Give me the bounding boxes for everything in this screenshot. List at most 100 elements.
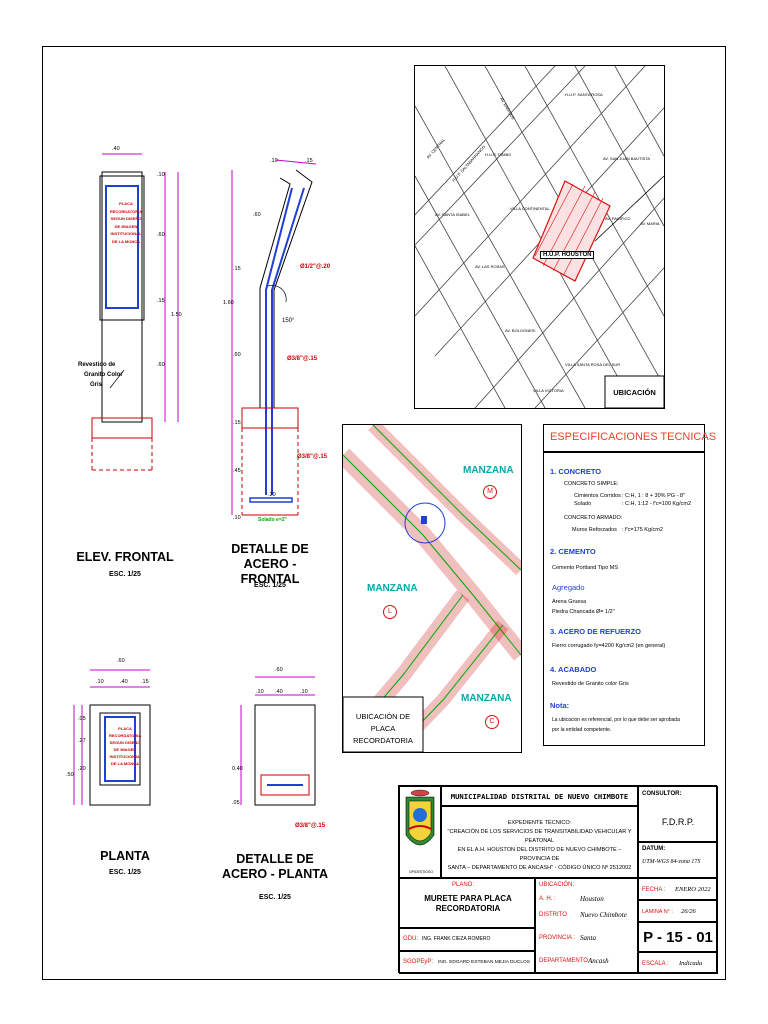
steel-plan-dim-a: .10	[256, 689, 264, 695]
dim-i: .10	[233, 515, 241, 521]
datum-label: DATUM:	[642, 846, 666, 852]
muni-cell: MUNICIPALIDAD DISTRITAL DE NUEVO CHIMBOT…	[441, 786, 638, 806]
spec-cemento: Cemento Portland Tipo MS	[552, 565, 619, 571]
manzana-m-label: MANZANA	[463, 465, 514, 476]
map-street-15: VILLA VICTORIA	[533, 388, 564, 393]
lamina-label: LAMINA N° :	[642, 909, 673, 915]
spec-cim-value: : C:H, 1 : 8 + 30% PG - 8"	[622, 493, 685, 499]
ubicacion-cell: UBICACIÓN: A. H. : Houston DISTRITO Nuev…	[535, 878, 638, 974]
dim-total: 1.50	[171, 312, 182, 318]
ah-value: Houston	[580, 895, 604, 903]
location-map: H.U.P. HOUSTON UBICACIÓN AV. CENTRAL H.U…	[414, 65, 665, 409]
spec-h3: 3. ACERO DE REFUERZO	[550, 627, 641, 636]
map-street-16: AV. MARIA	[640, 221, 660, 226]
fecha-cell: FECHA : ENERO 2022	[638, 878, 718, 900]
steel-plan-drawing	[240, 676, 316, 806]
map-street-11: VILLA CONTINENTAL	[510, 206, 550, 211]
plan-dim-c: .15	[141, 679, 149, 685]
sgo-value: ING. EDGARD ESTEBAN MEJIA DUCLOS	[438, 960, 530, 965]
datum-cell: DATUM: UTM-WGS 84-zona 17S	[638, 842, 718, 878]
solado-label: Solado e=2"	[258, 517, 287, 523]
sgo-label: SGOPEyP:	[403, 959, 434, 965]
site-plan: MANZANA M MANZANA L MANZANA C UBICACIÓN …	[342, 424, 522, 753]
elevation-frontal-drawing	[91, 153, 179, 471]
angle-label: 150°	[282, 318, 295, 324]
bar-label-3: Ø3/8"@.15	[297, 454, 328, 460]
dim-d: .15	[233, 266, 241, 272]
spec-muros-value: : f'c=175 Kg/cm2	[622, 527, 663, 533]
spec-sol-label: Solado	[574, 501, 592, 507]
plano-label: PLANO:	[452, 882, 475, 888]
datum-value: UTM-WGS 84-zona 17S	[642, 859, 701, 865]
spec-h2: 2. CEMENTO	[550, 547, 596, 556]
logo-caption: OPIDESTIOSO	[408, 870, 434, 874]
escala-label: ESCALA :	[642, 961, 669, 967]
plan-title: PLANTA	[100, 849, 150, 863]
departamento-label: DEPARTAMENTO :	[539, 958, 592, 964]
project-cell: EXPEDIENTE TÉCNICO: "CREACIÓN DE LOS SER…	[441, 806, 638, 878]
plan-drawing	[73, 669, 151, 806]
spec-arena: Arena Gruesa	[552, 599, 587, 605]
muni-name: MUNICIPALIDAD DISTRITAL DE NUEVO CHIMBOT…	[450, 792, 629, 801]
dim-d3: .15	[157, 298, 165, 304]
dim-top: .40	[112, 146, 120, 152]
plan-dim-g: .50	[66, 772, 74, 778]
plan-dim-a: .10	[96, 679, 104, 685]
map-street-14: VILLA SANTA ROSA DEL SUR	[565, 362, 621, 367]
logo-cell: OPIDESTIOSO	[399, 786, 441, 878]
spec-acabado: Revestido de Granito color Gris	[552, 681, 629, 687]
steel-plan-dim-d: 0.40	[232, 766, 243, 772]
gdu-value: ING. FRANK CIEZA ROMERO	[422, 936, 491, 942]
map-street-5: H.U.P. SANTA ROSA	[565, 92, 603, 97]
specs-title: ESPECIFICACIONES TECNICAS	[550, 431, 717, 443]
consultor-label: CONSULTOR:	[642, 791, 682, 797]
steel-plan-bar: Ø3/8"@.15	[295, 823, 326, 829]
map-street-8: AV. LAS ROSAS	[475, 264, 505, 269]
provincia-label: PROVINCIA :	[539, 935, 576, 941]
map-label: UBICACIÓN	[613, 388, 656, 397]
dim-d2: .60	[157, 232, 165, 238]
spec-simple: CONCRETO SIMPLE:	[564, 481, 619, 487]
map-highlight-label: H.U.P. HOUSTON	[540, 251, 595, 259]
sheet-frame	[42, 46, 726, 980]
map-street-7: AV. SANTA ISABEL	[435, 212, 470, 217]
escala-value: Indicada	[679, 960, 703, 967]
sgo-cell: SGOPEyP: ING. EDGARD ESTEBAN MEJIA DUCLO…	[399, 951, 535, 974]
escala-cell: ESCALA : Indicada	[638, 952, 718, 974]
distrito-label: DISTRITO	[539, 912, 567, 918]
elev-frontal-scale: ESC. 1/25	[109, 571, 141, 578]
dim-f: .60	[233, 352, 241, 358]
manzana-m-circle: M	[483, 485, 497, 499]
spec-agregado: Agregado	[552, 583, 585, 592]
gdu-label: GDU:	[403, 936, 418, 942]
dim-d4: .60	[157, 362, 165, 368]
map-street-13: AV. BOLOGNESI	[505, 328, 536, 333]
code-cell: P - 15 - 01	[638, 922, 718, 952]
dim-a: .10	[270, 158, 278, 164]
map-street-3: H.U.P. TAMBO	[485, 152, 512, 157]
spec-nota-2: por la entidad competente.	[552, 727, 612, 733]
plan-dim-e: .20	[78, 766, 86, 772]
title-block: OPIDESTIOSO MUNICIPALIDAD DISTRITAL DE N…	[398, 785, 718, 974]
dim-c: .60	[253, 212, 261, 218]
plan-dim-d: .05	[78, 716, 86, 722]
project-text: EXPEDIENTE TÉCNICO: "CREACIÓN DE LOS SER…	[447, 820, 632, 871]
map-streets	[415, 66, 664, 408]
dim-e: 1.60	[223, 300, 234, 306]
spec-nota: Nota:	[550, 701, 570, 710]
specs-header: ESPECIFICACIONES TECNICAS	[543, 424, 717, 452]
gdu-cell: GDU: ING. FRANK CIEZA ROMERO	[399, 928, 535, 951]
elev-frontal-title: ELEV. FRONTAL	[76, 550, 174, 564]
ubicacion-label: UBICACIÓN:	[539, 882, 575, 888]
spec-nota-1: La ubicacion es referencial, por lo que …	[552, 717, 680, 723]
sheet-code: P - 15 - 01	[643, 929, 713, 946]
provincia-value: Santa	[580, 934, 596, 942]
lamina-cell: LAMINA N° : 26/26	[638, 900, 718, 922]
spec-piedra: Piedra Chancada Ø= 1/2"	[552, 609, 615, 615]
map-street-4: AV. SAN JUAN BAUTISTA	[603, 156, 651, 161]
steel-plan-dim-c: .10	[300, 689, 308, 695]
